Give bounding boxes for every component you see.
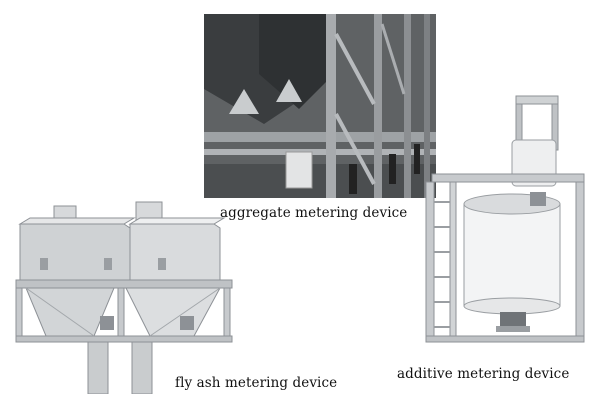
additive-caption: additive metering device [397,366,570,382]
additive-illustration [425,95,585,343]
fly-ash-metering-render [14,196,236,394]
aggregate-photo-illustration [204,14,436,198]
fly-ash-illustration [15,201,233,394]
aggregate-metering-photo [204,14,436,198]
fly-ash-caption: fly ash metering device [175,375,338,391]
aggregate-caption: aggregate metering device [220,205,408,221]
additive-metering-render [420,92,596,350]
